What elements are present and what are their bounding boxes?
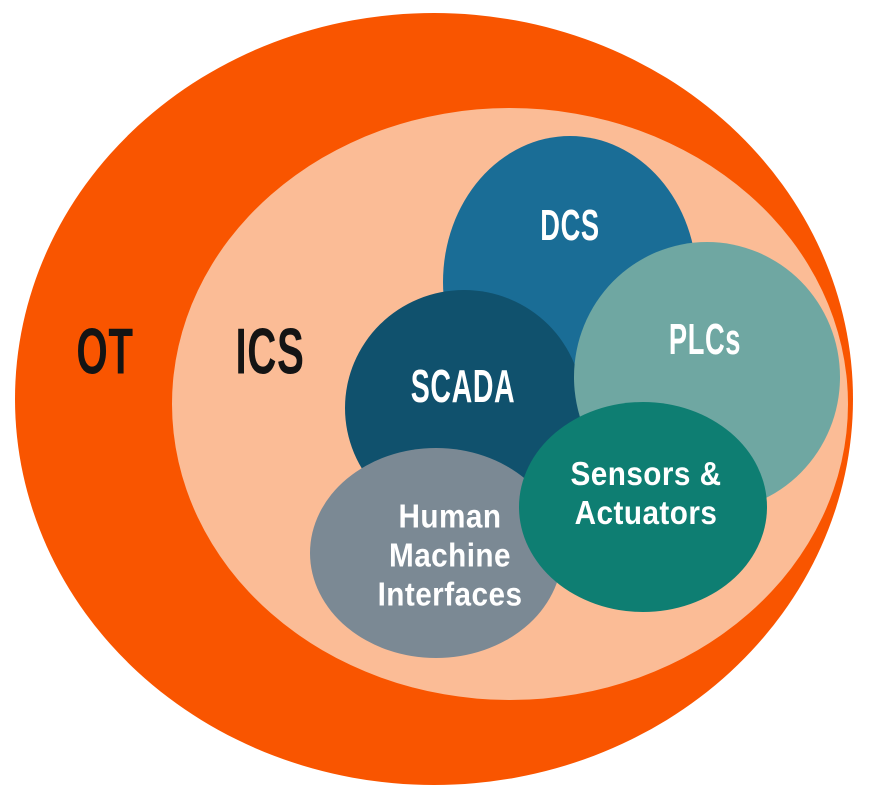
scada-label: SCADA [410, 360, 516, 412]
sensors-actuators-ellipse [519, 402, 767, 612]
human-machine-interfaces-label: Human Machine Interfaces [378, 497, 523, 614]
sensors-actuators-label: Sensors & Actuators [571, 454, 722, 532]
ot-label: OT [76, 314, 134, 388]
hmi-label-line3: Interfaces [377, 575, 523, 613]
sensors-actuators-label-line1: Sensors & [570, 455, 722, 492]
hmi-label-line1: Human [398, 497, 502, 535]
hmi-label-line2: Machine [389, 536, 511, 574]
plcs-label: PLCs [668, 315, 742, 364]
dcs-label: DCS [540, 201, 600, 250]
human-machine-interfaces-ellipse [310, 448, 562, 658]
sensors-actuators-label-line2: Actuators [574, 494, 718, 531]
ics-label: ICS [235, 314, 305, 388]
